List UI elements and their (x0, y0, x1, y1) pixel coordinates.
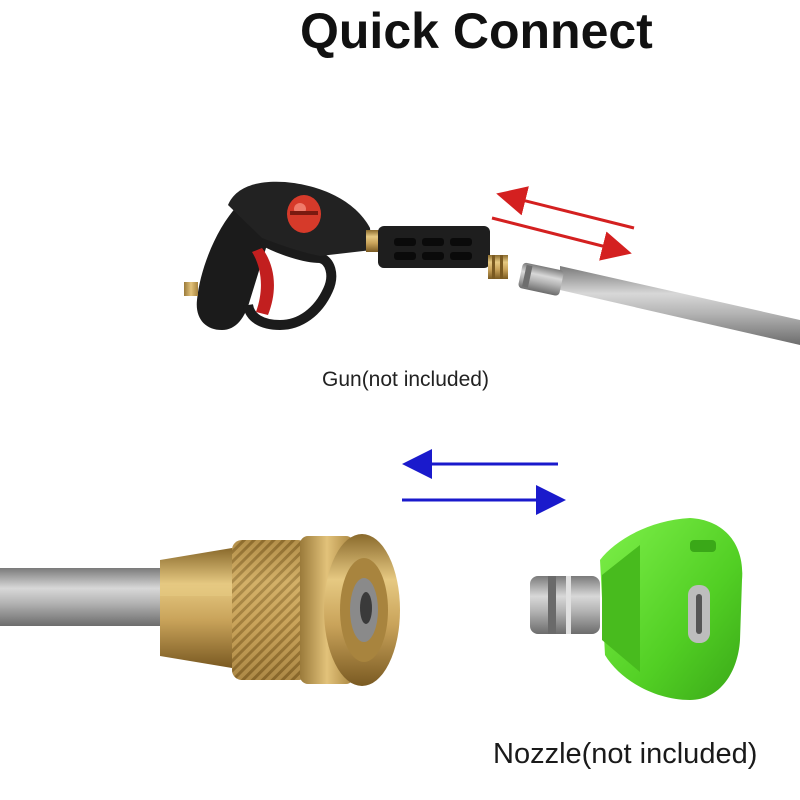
hose-pipe (0, 568, 170, 626)
nozzle-caption: Nozzle(not included) (493, 738, 757, 771)
nozzle-tip-icon (530, 518, 742, 700)
spray-gun-icon (184, 182, 508, 330)
red-arrows (492, 195, 634, 252)
gun-caption: Gun(not included) (322, 368, 489, 392)
brass-coupler-icon (160, 534, 400, 686)
blue-arrows (402, 464, 560, 500)
lance-icon (518, 262, 800, 345)
page-title: Quick Connect (300, 2, 653, 60)
